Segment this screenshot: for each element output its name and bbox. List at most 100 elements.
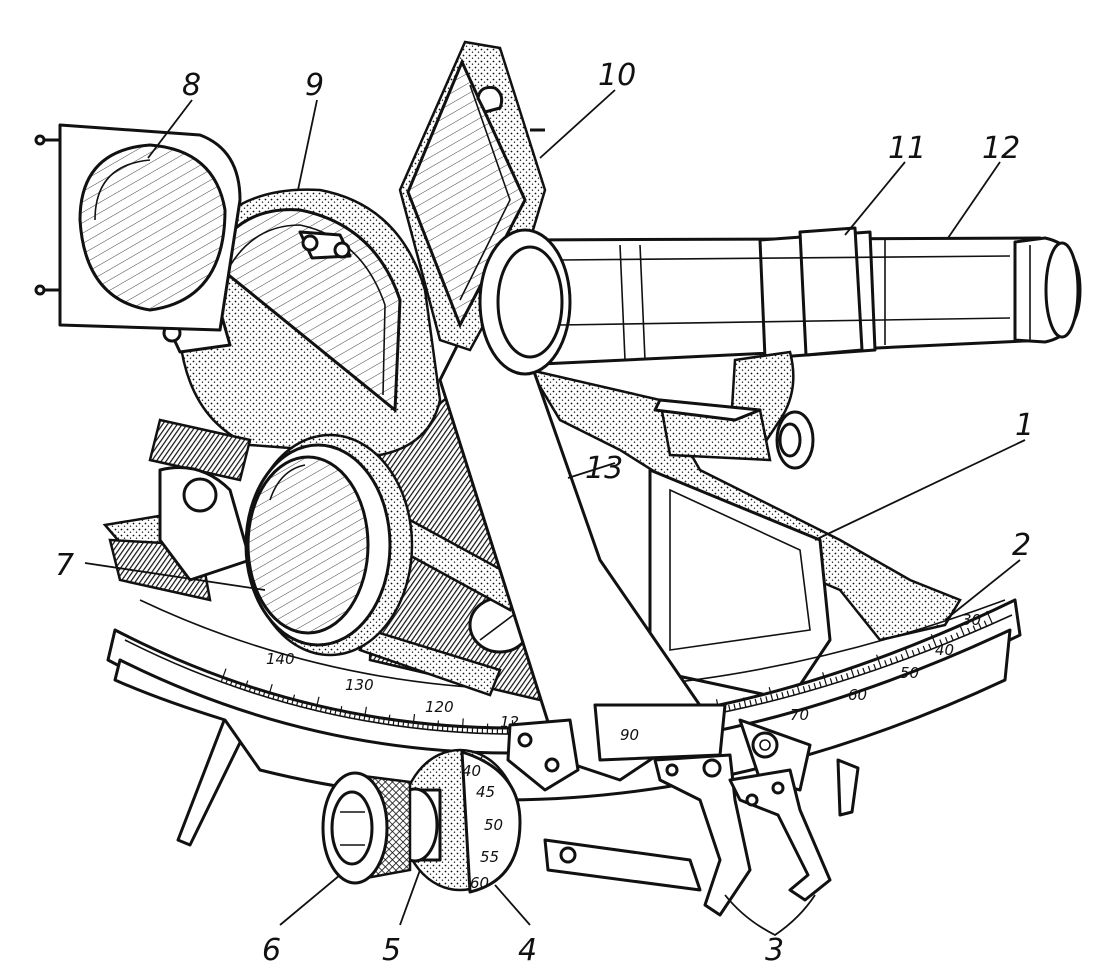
arc-tick xyxy=(955,632,960,639)
arc-tick xyxy=(262,690,266,697)
arc-tick xyxy=(277,694,280,701)
drum-label: 55 xyxy=(480,848,499,866)
arc-label: 120 xyxy=(425,698,454,716)
arc-tick xyxy=(829,678,833,685)
callout-9: 9 xyxy=(305,68,324,103)
arc-tick xyxy=(775,693,779,700)
arc-tick xyxy=(983,620,988,627)
arc-tick xyxy=(397,719,400,727)
index-arm: 90 xyxy=(438,318,812,792)
arc-tick xyxy=(417,722,419,729)
arc-tick xyxy=(813,683,817,690)
arc-tick xyxy=(840,674,844,681)
arc-tick xyxy=(818,681,822,688)
tangent-screw xyxy=(321,771,442,885)
arc-label: 60 xyxy=(848,686,867,704)
arc-tick xyxy=(220,668,227,683)
arc-tick xyxy=(412,713,416,728)
drum-label: 40 xyxy=(462,762,481,780)
arc-tick xyxy=(248,685,252,692)
arc-tick xyxy=(728,704,731,711)
arc-tick xyxy=(986,610,993,625)
arc-tick xyxy=(368,715,371,722)
arc-tick xyxy=(225,677,229,684)
arc-tick xyxy=(267,684,273,698)
clamp-lever xyxy=(543,753,832,917)
arc-tick xyxy=(733,703,736,710)
callout-leaders xyxy=(84,89,1026,937)
arc-tick xyxy=(930,633,938,648)
arc-tick xyxy=(895,656,899,663)
arc-tick xyxy=(911,649,915,657)
arc-tick xyxy=(296,699,299,706)
arc-tick xyxy=(917,647,921,654)
callout-5: 5 xyxy=(382,933,401,968)
arc-tick xyxy=(272,693,276,700)
arc-tick xyxy=(939,639,943,646)
arc-tick xyxy=(407,721,410,728)
arc-tick xyxy=(339,705,343,717)
arc-label: 140 xyxy=(266,650,295,668)
arc-tick xyxy=(244,680,249,691)
arc-tick xyxy=(900,654,904,661)
arc-tick xyxy=(884,660,888,667)
arc-tick xyxy=(427,723,429,730)
arc-tick xyxy=(754,698,758,705)
callout-1: 1 xyxy=(1015,408,1034,443)
callout-13: 13 xyxy=(585,451,623,486)
arc-tick xyxy=(944,636,949,644)
arc-tick xyxy=(461,718,464,733)
shade-glasses xyxy=(34,123,242,332)
callout-12: 12 xyxy=(982,131,1020,166)
arc-tick xyxy=(286,697,290,704)
callout-3: 3 xyxy=(765,933,784,968)
arc-tick-marks xyxy=(220,610,993,735)
arc-tick xyxy=(373,716,376,723)
arc-tick xyxy=(846,673,849,680)
arc-tick xyxy=(792,689,795,696)
arc-tick xyxy=(334,708,337,715)
callout-7: 7 xyxy=(55,548,74,583)
telescope xyxy=(478,226,1082,470)
arc-tick xyxy=(738,702,742,709)
arc-tick xyxy=(959,626,965,637)
arc-tick xyxy=(436,720,439,731)
arc-tick xyxy=(441,724,444,731)
arc-tick xyxy=(392,719,395,726)
arc-tick xyxy=(344,710,347,718)
arc-tick xyxy=(867,665,871,672)
callout-6: 6 xyxy=(262,933,281,968)
arc-tick xyxy=(765,696,768,703)
arc-tick xyxy=(315,696,320,711)
arc-tick xyxy=(234,681,238,688)
arc-tick xyxy=(749,700,752,707)
arc-tick xyxy=(808,684,811,691)
arc-tick xyxy=(743,697,747,708)
arc-tick xyxy=(786,690,790,697)
arc-tick xyxy=(291,694,296,705)
arc-tick xyxy=(402,720,405,727)
arc-tick xyxy=(796,683,801,694)
arc-tick xyxy=(876,654,882,669)
arc-tick xyxy=(446,725,449,732)
arc-tick xyxy=(353,712,356,719)
vernier-window-label: 90 xyxy=(620,726,639,744)
callout-2: 2 xyxy=(1012,528,1031,563)
arc-tick xyxy=(329,707,332,714)
arc-tick xyxy=(856,669,860,676)
callout-8: 8 xyxy=(182,68,201,103)
horizon-shade xyxy=(102,433,414,657)
arc-label: 30 xyxy=(962,611,981,629)
arc-tick xyxy=(950,634,954,641)
callout-labels: 8 9 10 11 12 1 2 13 7 6 5 4 3 xyxy=(55,58,1034,968)
arc-tick xyxy=(253,687,257,694)
arc-tick xyxy=(802,686,806,693)
arc-tick xyxy=(422,722,424,730)
arc-tick xyxy=(781,692,784,699)
drum-label: 60 xyxy=(470,874,489,892)
arc-tick xyxy=(300,700,304,708)
arc-tick xyxy=(967,627,971,634)
arc-tick xyxy=(928,643,932,650)
arc-tick xyxy=(258,688,262,695)
